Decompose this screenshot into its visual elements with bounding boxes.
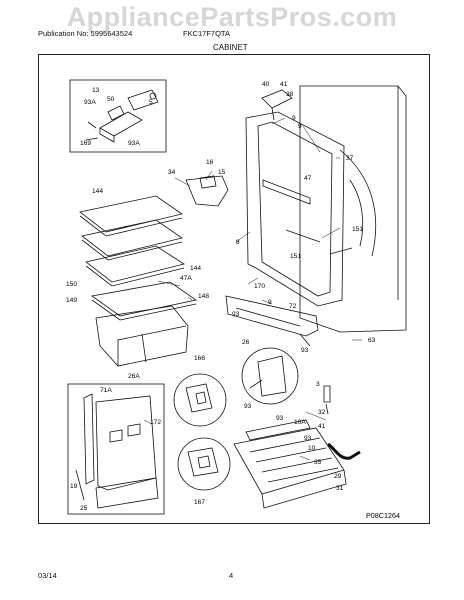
cabinet-shell: [299, 85, 407, 333]
callout-3: 3: [316, 381, 320, 388]
callout-47A: 47A: [180, 275, 192, 282]
callout-26A: 26A: [128, 373, 140, 380]
light-assembly-drawing: [85, 89, 159, 143]
callout-5: 5: [149, 99, 153, 106]
callout-150: 150: [66, 281, 77, 288]
section-title: CABINET: [213, 43, 248, 52]
callout-25: 25: [80, 505, 88, 512]
callout-13: 13: [92, 87, 100, 94]
callout-93: 93: [244, 403, 252, 410]
callout-26: 26: [242, 339, 250, 346]
callout-41: 41: [280, 81, 288, 88]
wire-shelves: [79, 195, 185, 287]
duct-72: [225, 295, 319, 337]
glass-shelf: [90, 281, 197, 317]
back-panel-drawing: [75, 393, 159, 509]
callout-167: 167: [194, 499, 205, 506]
cap-3: [323, 385, 331, 403]
callout-93: 93: [276, 415, 284, 422]
drain-hose-29: [327, 442, 361, 460]
callout-93A: 93A: [128, 140, 140, 147]
callout-41: 41: [318, 423, 326, 430]
door-frame-drawing: [245, 89, 353, 307]
callout-9: 9: [298, 123, 302, 130]
callout-149: 149: [66, 297, 77, 304]
publication-number: Publication No: 5995643524: [38, 29, 133, 38]
fan-detail-circle: [241, 347, 299, 405]
callout-10A: 10A: [294, 419, 306, 426]
callout-15: 15: [218, 169, 226, 176]
callout-72: 72: [289, 303, 297, 310]
drawing-code: P08C1264: [366, 511, 400, 520]
footer-date: 03/14: [38, 571, 57, 580]
callout-169: 169: [80, 140, 91, 147]
base-assembly: [233, 419, 347, 509]
rod-151: [285, 229, 321, 243]
callout-9: 9: [292, 115, 296, 122]
inset-lower-left-box: [67, 383, 165, 515]
callout-71A: 71A: [100, 387, 112, 394]
callout-151: 151: [352, 226, 363, 233]
callout-40: 40: [262, 81, 270, 88]
callout-16: 16: [206, 159, 214, 166]
hinge-40: [261, 89, 293, 109]
callout-38: 38: [286, 91, 294, 98]
callout-144: 144: [190, 265, 201, 272]
diagram-frame: [38, 54, 430, 524]
shelf-rail-47: [262, 179, 311, 205]
callout-148: 148: [198, 293, 209, 300]
crisper-drawers: [95, 305, 189, 367]
callout-35: 35: [314, 459, 322, 466]
callout-151: 151: [290, 253, 301, 260]
callout-63: 63: [368, 337, 376, 344]
callout-93A: 93A: [84, 99, 96, 106]
callout-19: 19: [70, 483, 78, 490]
callout-10: 10: [308, 445, 316, 452]
leader-lines: [143, 117, 362, 461]
callout-31: 31: [336, 485, 344, 492]
callout-144: 144: [92, 188, 103, 195]
callout-93: 93: [301, 347, 309, 354]
callout-8: 8: [236, 239, 240, 246]
callout-166: 166: [194, 355, 205, 362]
callout-50: 50: [107, 96, 115, 103]
callout-93: 93: [232, 311, 240, 318]
switch-detail-167: [177, 437, 231, 491]
callout-37: 37: [346, 155, 354, 162]
callout-34: 34: [168, 169, 176, 176]
callout-29: 29: [334, 473, 342, 480]
switch-detail-166: [173, 373, 227, 427]
callout-9: 9: [268, 299, 272, 306]
callout-32: 32: [318, 409, 326, 416]
watermark-logo: AppliancePartsPros.com: [66, 2, 398, 32]
callout-93: 93: [304, 435, 312, 442]
callout-170: 170: [254, 283, 265, 290]
model-number: FKC17F7QTA: [183, 29, 230, 38]
inset-light-assembly-box: [69, 79, 167, 153]
page-number: 4: [229, 571, 234, 580]
callout-47: 47: [304, 175, 312, 182]
bin-34: [185, 175, 229, 207]
callout-172: 172: [150, 419, 161, 426]
